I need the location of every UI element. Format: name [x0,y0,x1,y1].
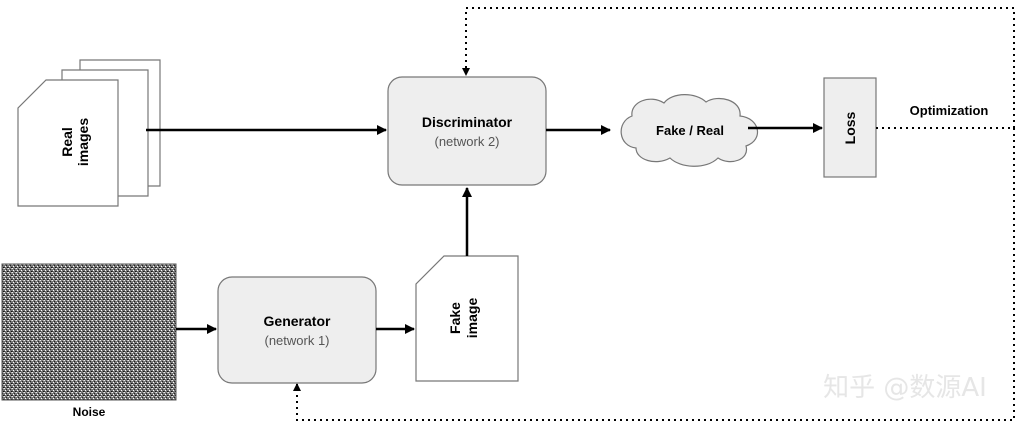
generator-box: Generator (network 1) [217,276,377,384]
noise-label: Noise [73,405,106,419]
real-images-label-line1: Real [59,127,75,157]
discriminator-title: Discriminator [422,114,513,130]
dotted-feedback-to-generator [293,128,1015,421]
loss-label: Loss [842,111,858,144]
real-images-page-front [17,79,119,207]
dotted-feedback-to-discriminator [462,7,1015,129]
real-images-label-line2: images [75,118,91,166]
fake-image-page: Fake image [415,255,519,382]
optimization-label: Optimization [910,103,989,118]
fake-real-label: Fake / Real [656,123,724,138]
fake-real-cloud: Fake / Real [620,94,758,167]
generator-title: Generator [264,313,331,329]
real-images-stack: Real images [17,59,161,207]
discriminator-subtitle: (network 2) [434,134,499,149]
fake-image-label-line1: Fake [447,302,463,334]
noise-image: Noise [1,263,177,419]
discriminator-box: Discriminator (network 2) [387,76,547,186]
fake-image-label-line2: image [464,298,480,339]
generator-subtitle: (network 1) [264,333,329,348]
loss-box: Loss [823,77,877,178]
watermark-text: 知乎 @数源AI [823,373,987,403]
